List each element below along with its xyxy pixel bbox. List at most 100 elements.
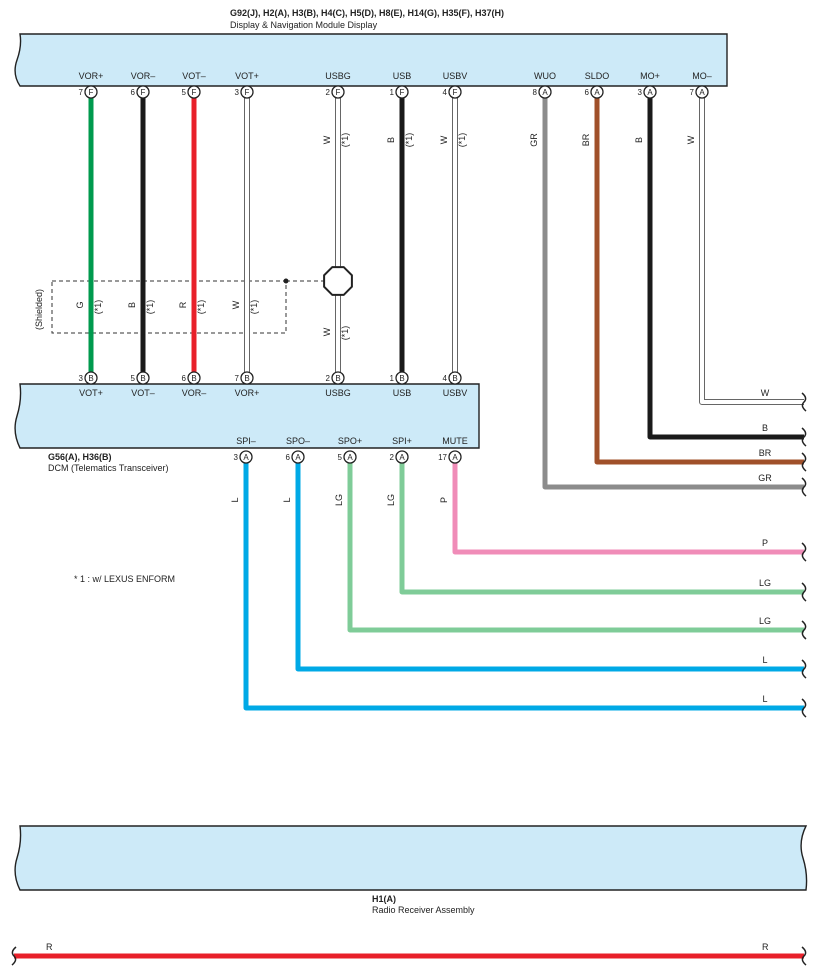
dcm-top-usbv-6-conn-letter: B — [452, 374, 457, 383]
top-vot-3-conn-letter: F — [245, 88, 250, 97]
top-vor-1-note-label: (*1) — [145, 300, 155, 315]
dcm-bottom-mute-4-wire — [452, 463, 804, 555]
dcm-bottom-spo-1-color-label: L — [282, 497, 292, 502]
dcm-top-vot-1-conn-letter: B — [140, 374, 145, 383]
dcm-top-vot-0-pin-number: 3 — [79, 374, 84, 383]
dcm-top-vor-3-pin-label: VOR+ — [235, 388, 260, 398]
top-mo-9-pin-number: 3 — [638, 88, 643, 97]
top-wuo-7-color-label: GR — [529, 133, 539, 147]
top-usb-5-pin-label: USB — [393, 71, 412, 81]
dcm-bottom-mute-4-pin-marker — [448, 450, 462, 464]
top-mo-9-color-label: B — [634, 137, 644, 143]
dcm-top-vor-2-conn-letter: B — [191, 374, 196, 383]
dcm-bottom-spi-3-conn-letter: A — [399, 453, 405, 462]
dcm-bottom-spi-3-pin-label: SPI+ — [392, 436, 412, 446]
dcm-box — [14, 383, 480, 449]
top-mo-10-pin-number: 7 — [690, 88, 695, 97]
dcm-top-vot-0-conn-letter: B — [88, 374, 93, 383]
top-wuo-7-pin-number: 8 — [533, 88, 538, 97]
dcm-bottom-spi-0-color-label: L — [230, 497, 240, 502]
top-usb-5-color-label: B — [386, 137, 396, 143]
dcm-top-vor-2-pin-marker — [187, 371, 201, 385]
usbg-lower-color-label: W — [322, 327, 332, 336]
pin-group: F7VOR+G(*1)F6VOR–B(*1)F5VOT–R(*1)F3VOT+W… — [11, 71, 807, 966]
top-vot-2-pin-label: VOT– — [182, 71, 206, 81]
display-module-box — [14, 33, 728, 87]
radio-code: H1(A) — [372, 894, 396, 904]
top-vot-3-note-label: (*1) — [249, 300, 259, 315]
dcm-bottom-spi-0-wire — [243, 463, 804, 711]
top-mo-9-pin-label: MO+ — [640, 71, 660, 81]
dcm-top-usb-5-pin-number: 1 — [390, 374, 395, 383]
dcm-top-usbg-4-pin-label: USBG — [325, 388, 351, 398]
dcm-top-vot-1-pin-label: VOT– — [131, 388, 155, 398]
dcm-top-vor-3-pin-number: 7 — [235, 374, 240, 383]
top-sldo-8-pin-marker — [590, 85, 604, 99]
top-vot-2-pin-marker — [187, 85, 201, 99]
top-vor-0-conn-letter: F — [89, 88, 94, 97]
dcm-top-usbv-6-pin-marker — [448, 371, 462, 385]
top-vor-0-note-label: (*1) — [93, 300, 103, 315]
right-exit-label-1: B — [762, 423, 768, 433]
dcm-bottom-mute-4-color-label: P — [439, 497, 449, 503]
display-module-name: Display & Navigation Module Display — [230, 20, 378, 30]
dcm-bottom-spi-0-pin-marker — [239, 450, 253, 464]
dcm-bottom-spo-2-pin-label: SPO+ — [338, 436, 362, 446]
top-vor-0-pin-label: VOR+ — [79, 71, 104, 81]
top-vor-1-pin-number: 6 — [131, 88, 136, 97]
dcm-bottom-spi-0-pin-label: SPI– — [236, 436, 256, 446]
shielded-label: (Shielded) — [34, 289, 44, 330]
dcm-top-usb-5-pin-marker — [395, 371, 409, 385]
top-vor-1-color-label: B — [127, 302, 137, 308]
right-exit-label-3: GR — [758, 473, 772, 483]
dcm-top-usb-5-conn-letter: B — [399, 374, 404, 383]
right-exit-label-2: BR — [759, 448, 772, 458]
top-vot-2-color-label: R — [178, 301, 188, 308]
top-wuo-7-wire — [542, 98, 804, 490]
right-exit-label-4: P — [762, 538, 768, 548]
dcm-bottom-spi-3-pin-marker — [395, 450, 409, 464]
shield-box — [51, 280, 287, 334]
top-mo-9-pin-marker — [643, 85, 657, 99]
wire-break-right-9 — [801, 946, 807, 966]
top-sldo-8-pin-label: SLDO — [585, 71, 610, 81]
top-usbg-4-pin-label: USBG — [325, 71, 351, 81]
top-vot-3-pin-label: VOT+ — [235, 71, 259, 81]
dcm-name: DCM (Telematics Transceiver) — [48, 463, 169, 473]
dcm-bottom-mute-4-conn-letter: A — [452, 453, 458, 462]
usbg-shield-connector — [323, 266, 353, 296]
dcm-bottom-spo-1-pin-label: SPO– — [286, 436, 310, 446]
top-usbg-4-pin-marker — [331, 85, 345, 99]
right-exit-label-5: LG — [759, 578, 771, 588]
top-vot-3-color-label: W — [231, 300, 241, 309]
dcm-top-usbv-6-pin-label: USBV — [443, 388, 468, 398]
dcm-bottom-mute-4-pin-number: 17 — [438, 453, 447, 462]
dcm-top-vot-1-pin-number: 5 — [131, 374, 136, 383]
dcm-bottom-spo-1-conn-letter: A — [295, 453, 301, 462]
shield-junction-dot — [283, 278, 289, 284]
dcm-top-vor-2-pin-number: 6 — [182, 374, 187, 383]
display-module-codes: G92(J), H2(A), H3(B), H4(C), H5(D), H8(E… — [230, 8, 504, 18]
dcm-bottom-spo-2-wire — [347, 463, 804, 633]
top-vot-2-pin-number: 5 — [182, 88, 187, 97]
top-mo-9-conn-letter: A — [647, 88, 653, 97]
dcm-top-usbg-4-conn-letter: B — [335, 374, 340, 383]
top-mo-10-color-label: W — [686, 135, 696, 144]
dcm-top-usbg-4-pin-number: 2 — [326, 374, 331, 383]
wire-group — [88, 98, 804, 711]
dcm-top-vor-3-pin-marker — [240, 371, 254, 385]
top-usbv-6-conn-letter: F — [453, 88, 458, 97]
top-usbg-4-pin-number: 2 — [326, 88, 331, 97]
top-usbv-6-pin-label: USBV — [443, 71, 468, 81]
dcm-top-vot-1-pin-marker — [136, 371, 150, 385]
top-usb-5-pin-marker — [395, 85, 409, 99]
top-usbv-6-pin-marker — [448, 85, 462, 99]
top-vor-0-pin-number: 7 — [79, 88, 84, 97]
top-usbg-4-conn-letter: F — [336, 88, 341, 97]
dcm-top-usbg-4-pin-marker — [331, 371, 345, 385]
radio-receiver-box — [14, 825, 808, 891]
wire-break-right-7 — [801, 659, 807, 679]
top-vot-3-pin-marker — [240, 85, 254, 99]
dcm-bottom-spo-1-wire — [295, 463, 804, 672]
